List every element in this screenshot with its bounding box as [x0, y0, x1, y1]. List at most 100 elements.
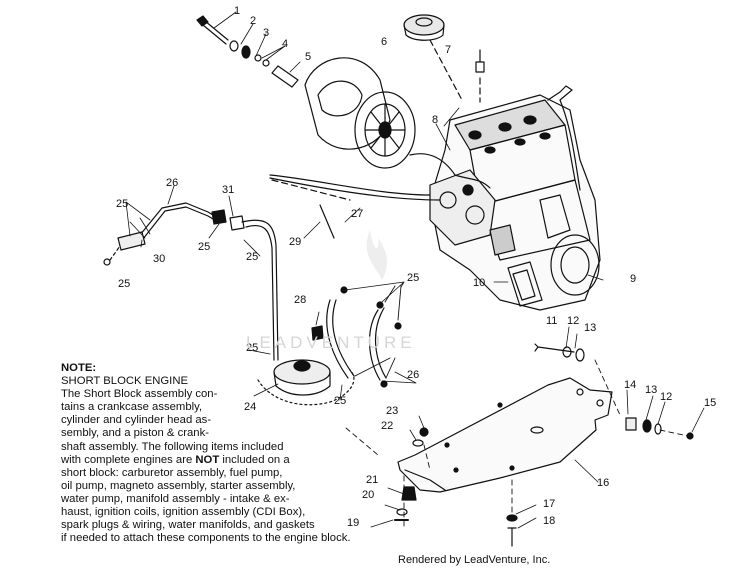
note-line: cylinder and cylinder head as-: [61, 414, 212, 427]
callout-22: 22: [381, 420, 393, 432]
cable-part: [409, 153, 491, 189]
callout-10: 10: [473, 277, 485, 289]
oil-line-part: [139, 202, 219, 236]
callout-14: 14: [624, 379, 636, 391]
washer-part: [262, 59, 270, 67]
callout-18: 18: [543, 515, 555, 527]
callout-25: 25: [246, 342, 258, 354]
manifold-part: [507, 261, 543, 307]
note-line: spark plugs & wiring, water manifolds, a…: [61, 519, 315, 532]
note-line: if needed to attach these components to …: [61, 532, 351, 545]
clamp-part: [103, 258, 111, 266]
oil-line-part: [241, 219, 279, 361]
callout-25: 25: [334, 395, 346, 407]
washer-part: [506, 514, 518, 522]
callout-7: 7: [445, 44, 451, 56]
bolt-part: [196, 15, 229, 45]
callout-28: 28: [294, 294, 306, 306]
callout-30: 30: [153, 253, 165, 265]
callout-labels: 1 2 3 4 5 6 7 8 9 10 11 12 13 14 13 12 1…: [116, 5, 716, 529]
spacer-part: [271, 65, 299, 88]
note-line: The Short Block assembly con-: [61, 388, 218, 401]
callout-6: 6: [381, 36, 387, 48]
cap-part: [403, 14, 445, 41]
callout-25: 25: [407, 272, 419, 284]
callout-8: 8: [432, 114, 438, 126]
oil-line-part: [326, 299, 355, 379]
callout-20: 20: [362, 489, 374, 501]
rendered-by-credit: Rendered by LeadVenture, Inc.: [398, 554, 551, 566]
washer-part: [654, 423, 662, 435]
fitting-part: [211, 209, 227, 225]
clamp-part: [394, 322, 402, 330]
callout-9: 9: [630, 273, 636, 285]
callout-16: 16: [597, 477, 609, 489]
skid-plate-part: [397, 377, 613, 493]
note-line: tains a crankcase assembly,: [61, 401, 203, 414]
callout-12: 12: [660, 391, 672, 403]
spark-plug-wire-part: [547, 85, 581, 191]
note-heading: NOTE:: [61, 362, 97, 374]
washer-part: [229, 40, 239, 52]
callout-25: 25: [118, 278, 130, 290]
callout-11: 11: [546, 315, 557, 327]
note-line: SHORT BLOCK ENGINE: [61, 375, 189, 388]
oil-pump-part: [257, 359, 355, 406]
fitting-part: [117, 231, 146, 251]
note-line: sembly, and a piston & crank-: [61, 427, 209, 440]
engine-block-part: [429, 94, 601, 311]
callout-19: 19: [347, 517, 359, 529]
fitting-part: [311, 325, 324, 341]
washer-part: [254, 54, 262, 62]
oil-line-part: [368, 307, 387, 381]
bolt-part: [507, 527, 517, 547]
oil-line-part: [245, 225, 275, 361]
callout-25: 25: [198, 241, 210, 253]
note-line: water pump, manifold assembly - intake &…: [61, 492, 290, 505]
note-line: short block: carburetor assembly, fuel p…: [61, 466, 283, 479]
note-line: oil pump, magneto assembly, starter asse…: [61, 479, 296, 492]
cable-part: [269, 174, 441, 201]
bumper-part: [401, 486, 417, 501]
clutch-pulley-part: [304, 57, 416, 169]
washer-part: [575, 348, 585, 362]
callout-31: 31: [222, 184, 234, 196]
callout-26: 26: [166, 177, 178, 189]
callout-25: 25: [246, 251, 258, 263]
watermark-emblem-icon: [366, 230, 387, 280]
spark-plug-part: [475, 49, 485, 73]
callout-13: 13: [645, 384, 657, 396]
washer-part: [241, 45, 251, 59]
callout-21: 21: [366, 474, 378, 486]
washer-part: [412, 439, 424, 447]
callout-17: 17: [543, 498, 555, 510]
callout-12: 12: [567, 315, 579, 327]
washer-part: [562, 346, 572, 358]
pin-part: [319, 204, 335, 239]
washer-part: [642, 419, 652, 433]
callout-5: 5: [305, 51, 311, 63]
note-line: with complete engines are NOT included o…: [61, 454, 391, 467]
watermark-text: LEADVENTURE: [246, 333, 416, 352]
fitting-part: [229, 215, 245, 231]
callout-13: 13: [584, 322, 596, 334]
note-emphasis: NOT: [195, 453, 220, 466]
spacer-part: [625, 417, 637, 431]
bolt-part: [534, 343, 575, 353]
callout-24: 24: [244, 401, 256, 413]
note-line: haust, ignition coils, ignition assembly…: [61, 506, 306, 519]
callout-29: 29: [289, 236, 301, 248]
callout-23: 23: [386, 405, 398, 417]
callout-4: 4: [282, 38, 288, 50]
note-text: included on a: [219, 453, 290, 466]
callout-25: 25: [116, 198, 128, 210]
callout-27: 27: [351, 208, 363, 220]
callout-26: 26: [407, 369, 419, 381]
callout-3: 3: [263, 27, 269, 39]
nut-part: [419, 427, 429, 437]
note-line: shaft assembly. The following items incl…: [61, 440, 284, 453]
clamp-part: [376, 301, 384, 309]
callout-1: 1: [234, 5, 240, 17]
note-text: with complete engines are: [61, 453, 196, 466]
